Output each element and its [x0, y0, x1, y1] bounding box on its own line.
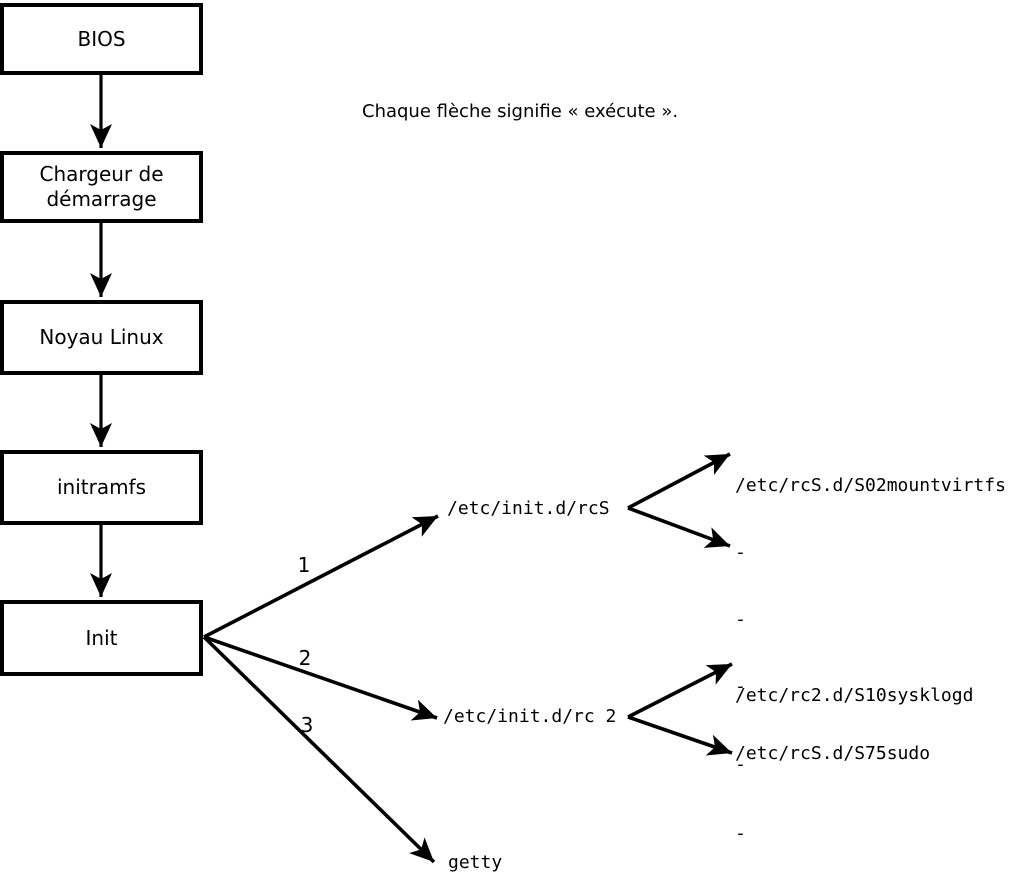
branch-target-rc2: /etc/init.d/rc 2 [443, 706, 617, 727]
branch-label-2: 2 [298, 646, 312, 670]
node-bootloader: Chargeur de démarrage [0, 151, 203, 223]
arrow-rc2-to-s99gdm [627, 715, 733, 756]
node-initramfs: initramfs [0, 450, 203, 525]
listing-line-first: /etc/rcS.d/S02mountvirtfs [735, 475, 1006, 496]
arrow-rcs-to-s75sudo [627, 506, 731, 548]
arrow-rc2-to-s10sysklogd [627, 662, 733, 719]
arrow-init-to-getty [202, 635, 436, 864]
node-kernel: Noyau Linux [0, 300, 203, 375]
listing-line-dash: - [735, 609, 746, 630]
branch-target-rcs: /etc/init.d/rcS [447, 498, 610, 519]
arrow-init-to-rcs [203, 514, 439, 639]
listing-line-dash: - [735, 676, 746, 697]
branch-label-3: 3 [300, 713, 314, 737]
listing-line-dash: - [735, 542, 746, 563]
arrow-rcs-to-s02mountvirtfs [627, 452, 731, 510]
node-init: Init [0, 600, 203, 676]
listing-line-last: /etc/rcS.d/S75sudo [735, 743, 931, 764]
branch-target-getty: getty [448, 852, 503, 873]
branch-label-1: 1 [297, 553, 311, 577]
listing-line-dash: - [735, 823, 746, 844]
listing-rc2: /etc/rc2.d/S10sysklogd - - - /etc/rc2.d/… [735, 640, 973, 875]
node-bios: BIOS [0, 3, 203, 75]
note-arrow-meaning: Chaque flèche signifie « exécute ». [362, 101, 679, 122]
listing-line-first: /etc/rc2.d/S10sysklogd [735, 685, 974, 706]
listing-line-dash: - [735, 754, 746, 775]
arrow-init-to-rc2 [203, 635, 438, 721]
listing-rcs: /etc/rcS.d/S02mountvirtfs - - - /etc/rcS… [735, 431, 1006, 808]
